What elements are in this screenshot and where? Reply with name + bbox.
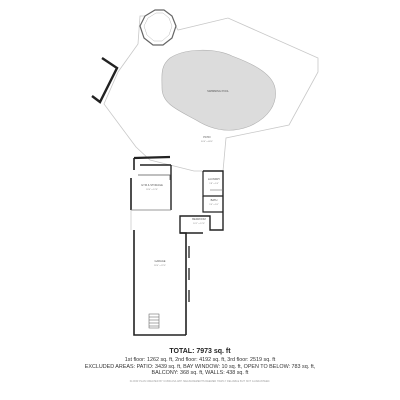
garage-wall-right [180,232,187,335]
laundry-label: LAUNDRY [208,177,221,181]
gym-dims: 18'0" x 12'6" [146,189,158,191]
disclaimer-footnote: FLOOR PLAN CREATED BY CUBICASA APP. MEAS… [129,380,271,383]
patio-outline [103,15,319,172]
gazebo-outline [139,9,177,46]
bath-dims: 5'4" x 5'0" [209,204,219,206]
patio-dims: 50'0" x 48'0" [201,141,213,143]
total-area: TOTAL: 7973 sq. ft [169,348,231,355]
excluded-areas: EXCLUDED AREAS: PATIO: 3439 sq. ft, BAY … [84,363,316,370]
gym-label: GYM & STORAGE [141,183,163,187]
floor-areas: 1st floor: 1262 sq. ft, 2nd floor: 4192 … [124,356,276,363]
balcony-walls: BALCONY: 368 sq. ft, WALLS: 438 sq. ft [151,370,249,377]
stairs-icon [148,313,160,329]
garage-wall-left [133,230,186,336]
bedroom-label: BEDROOM [192,217,205,221]
gym-wall-top [133,155,171,160]
area-summary: TOTAL: 7973 sq. ft 1st floor: 1262 sq. f… [0,348,400,383]
bath-label: BATH [211,198,218,202]
service-block-outline [179,170,224,234]
laundry-dims: 5'8" x 5'4" [209,183,219,185]
patio-label: PATIO [203,135,210,139]
garage-label: GARAGE [154,259,165,263]
swimming-pool-label: SWIMMING POOL [207,89,229,93]
gym-wall-inner [138,174,171,180]
floor-plan: SWIMMING POOL PATIO 50'0" x 48'0" GYM & … [91,9,319,336]
garage-dims: 28'0" x 22'0" [154,265,166,267]
bedroom-dims: 10'1" x 12'0" [193,223,205,225]
exterior-wall-fragment [91,57,119,104]
swimming-pool-shape [161,49,276,131]
bath-wall [202,196,223,213]
gazebo-inner [143,12,173,42]
